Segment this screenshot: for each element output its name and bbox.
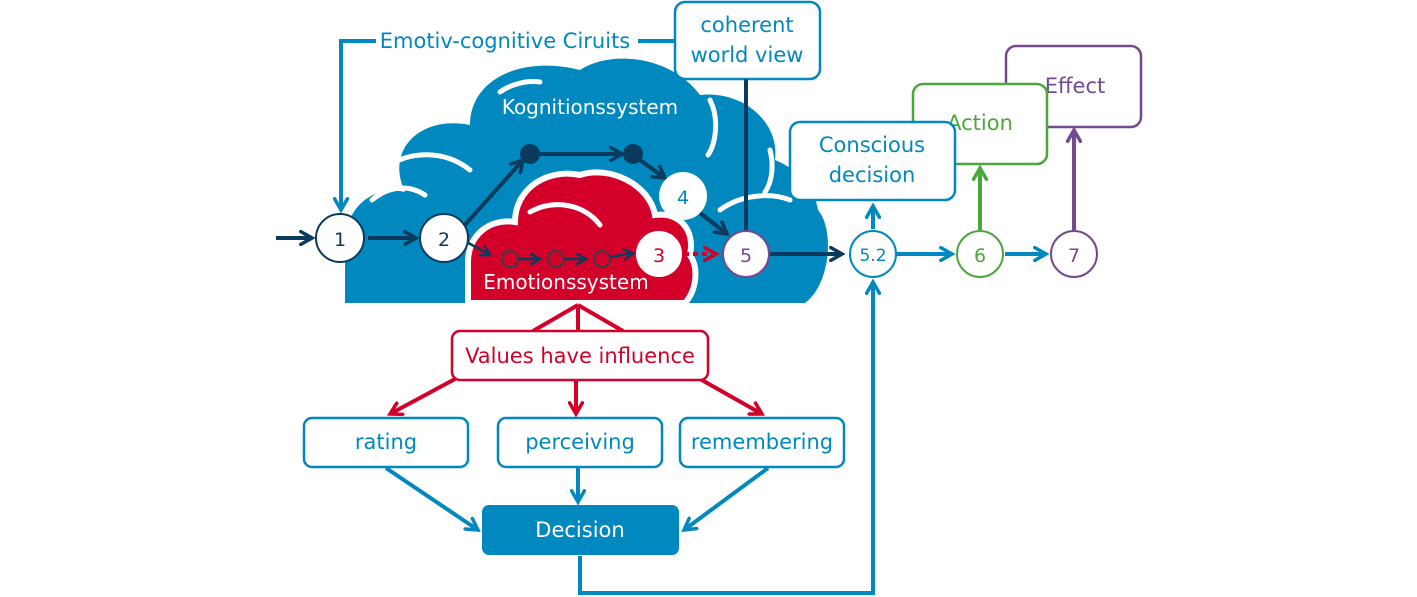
- node-7: 7: [1050, 230, 1098, 278]
- emotion-label: Emotionssystem: [483, 270, 648, 294]
- cognition-label: Kognitionssystem: [502, 95, 678, 119]
- effect-label: Effect: [1045, 74, 1105, 98]
- rating-label: rating: [355, 430, 417, 454]
- svg-text:3: 3: [653, 245, 665, 267]
- cognition-waypoint: [623, 144, 643, 164]
- conscious-line1: Conscious: [819, 133, 925, 157]
- cognition-waypoint: [520, 144, 540, 164]
- node-5-2: 5.2: [849, 230, 897, 278]
- svg-text:5: 5: [740, 245, 752, 267]
- decision-links: [384, 282, 873, 595]
- node-1: 1: [315, 213, 365, 263]
- perceiving-label: perceiving: [525, 430, 635, 454]
- svg-text:7: 7: [1068, 245, 1080, 267]
- emotion-waypoint: [593, 250, 611, 268]
- rating-box: [302, 416, 470, 469]
- conscious-decision-box: [788, 120, 957, 202]
- svg-text:6: 6: [974, 245, 986, 267]
- world-view-line1: coherent: [700, 13, 793, 37]
- node-3: 3: [634, 229, 684, 279]
- svg-text:1: 1: [334, 229, 346, 251]
- decision-label: Decision: [535, 518, 624, 542]
- node-6: 6: [956, 230, 1004, 278]
- world-view-line2: world view: [691, 43, 804, 67]
- node-5: 5: [722, 230, 770, 278]
- cognitive-path: [276, 144, 842, 254]
- decision-box: [482, 505, 679, 555]
- circuit-label: Emotiv-cognitive Ciruits: [380, 29, 631, 53]
- emotion-cloud: [465, 169, 699, 306]
- node-2: 2: [419, 213, 469, 263]
- node-4: 4: [659, 172, 707, 220]
- circuit-line: [341, 39, 675, 210]
- values-links: [390, 303, 762, 414]
- svg-text:4: 4: [677, 187, 689, 209]
- values-label: Values have influence: [465, 344, 695, 368]
- conscious-line2: decision: [829, 163, 916, 187]
- remembering-label: remembering: [691, 430, 833, 454]
- svg-text:2: 2: [438, 229, 450, 251]
- values-box: [450, 329, 710, 382]
- outcome-flow: [873, 130, 1074, 254]
- remembering-box: [678, 416, 846, 469]
- perceiving-box: [496, 416, 664, 469]
- svg-text:5.2: 5.2: [859, 246, 886, 266]
- action-label: Action: [947, 111, 1013, 135]
